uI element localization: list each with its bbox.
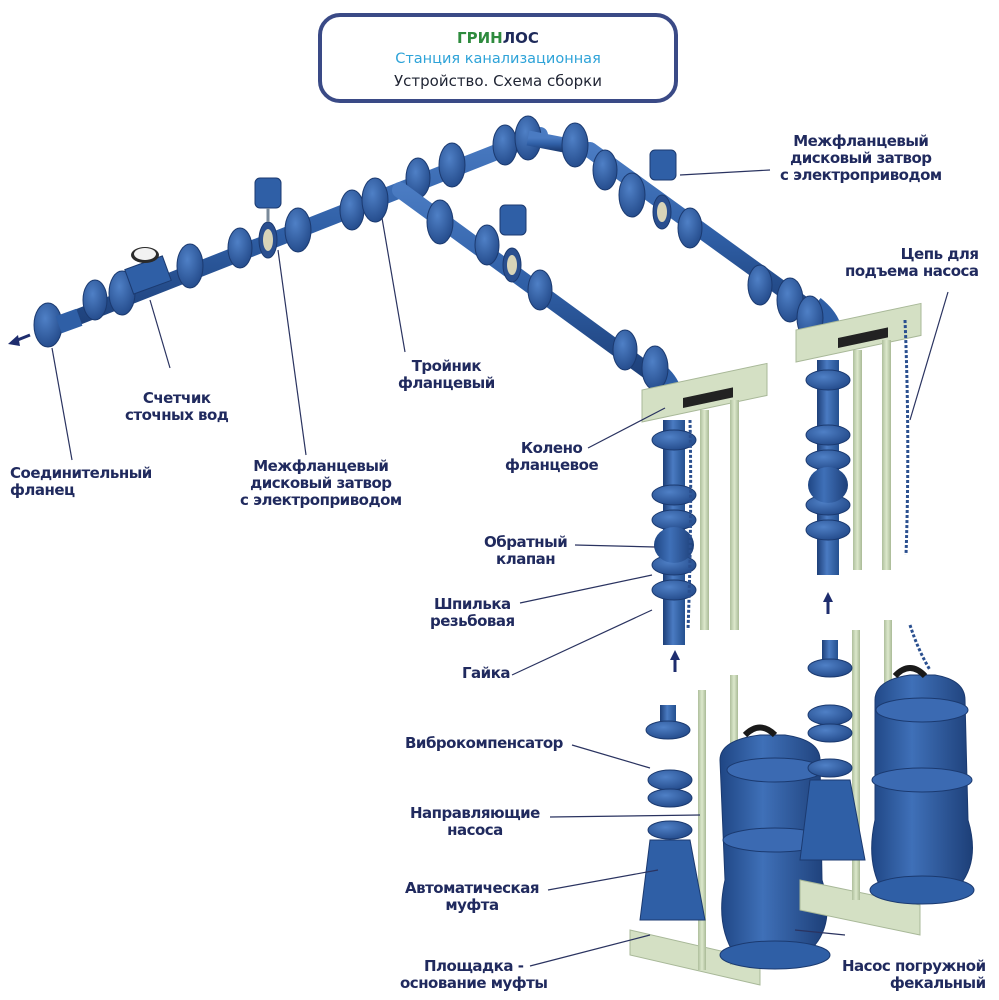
pump-assembly-right (799, 620, 975, 936)
flange (82, 279, 108, 321)
connecting-flange-part (33, 302, 63, 348)
label-check-valve: Обратный клапан (484, 533, 568, 568)
riser-left (641, 362, 768, 645)
pump-assembly-left (629, 675, 831, 986)
outflow-arrow-icon (8, 333, 31, 346)
guide-bracket (795, 302, 922, 363)
label-auto-coupling: Автоматическая муфта (405, 879, 539, 914)
flange (612, 329, 638, 371)
flange (438, 142, 466, 188)
label-tee-flange: Тройник фланцевый (398, 357, 495, 392)
pump-handle (742, 724, 778, 738)
butterfly-valve-disc (263, 229, 273, 251)
label-butterfly-valve-top: Межфланцевый дисковый затвор с электропр… (780, 132, 942, 184)
assembly-arrow-icon (670, 650, 680, 672)
vibration-compensator (647, 769, 693, 791)
riser-right (795, 302, 922, 575)
guide-rail (700, 410, 709, 630)
label-elbow-flange: Колено фланцевое (505, 439, 599, 474)
lifting-chain (686, 419, 693, 631)
flange (641, 345, 669, 391)
guide-bracket (641, 362, 768, 423)
flange (339, 189, 365, 231)
flange (361, 177, 389, 223)
guide-rail (730, 400, 739, 630)
flange (426, 199, 454, 245)
brand-name-part1: ГРИН (457, 29, 503, 47)
guide-rail (853, 350, 862, 570)
flange-neck (55, 308, 83, 334)
flange (592, 149, 618, 191)
guide-rail (852, 630, 860, 900)
assembly-arrow-icon (823, 592, 833, 614)
flange (227, 227, 253, 269)
label-lifting-chain: Цепь для подъема насоса (845, 245, 979, 280)
guide-rail (698, 690, 706, 970)
title-box: ГРИНЛОС Станция канализационная Устройст… (318, 13, 678, 103)
flange (492, 124, 518, 166)
electric-actuator (499, 204, 527, 236)
lifting-chain (908, 624, 932, 671)
flange (284, 207, 312, 253)
label-pump-guides: Направляющие насоса (410, 804, 540, 839)
flange (474, 224, 500, 266)
flange (747, 264, 773, 306)
flange (527, 269, 553, 311)
leader-lines (51, 169, 949, 967)
label-connecting-flange: Соединительный фланец (10, 464, 152, 499)
flange (176, 243, 204, 289)
flange (561, 122, 589, 168)
lifting-chain (903, 319, 910, 556)
label-coupling-base: Площадка - основание муфты (400, 957, 548, 992)
brand-name-part2: ЛОС (502, 29, 539, 47)
flange (677, 207, 703, 249)
electric-actuator (254, 177, 282, 209)
label-nut: Гайка (462, 664, 511, 682)
flange (618, 172, 646, 218)
guide-rail (882, 340, 891, 570)
brand-name: ГРИНЛОС (322, 28, 674, 48)
check-valve-body (654, 527, 694, 563)
auto-coupling (639, 839, 706, 921)
label-flow-meter: Счетчик сточных вод (125, 389, 229, 424)
coupling-base-plate (629, 929, 761, 986)
label-vibration-compensator: Виброкомпенсатор (405, 734, 563, 752)
title-subtitle: Станция канализационная (395, 51, 601, 67)
label-submersible-pump: Насос погружной фекальный (842, 957, 986, 992)
main-pipeline (33, 115, 548, 348)
title-caption: Устройство. Схема сборки (394, 72, 602, 90)
flow-meter-dial (134, 248, 156, 260)
electric-actuator (649, 149, 677, 181)
label-butterfly-valve-left: Межфланцевый дисковый затвор с электропр… (240, 457, 402, 509)
label-threaded-stud: Шпилька резьбовая (430, 595, 515, 630)
